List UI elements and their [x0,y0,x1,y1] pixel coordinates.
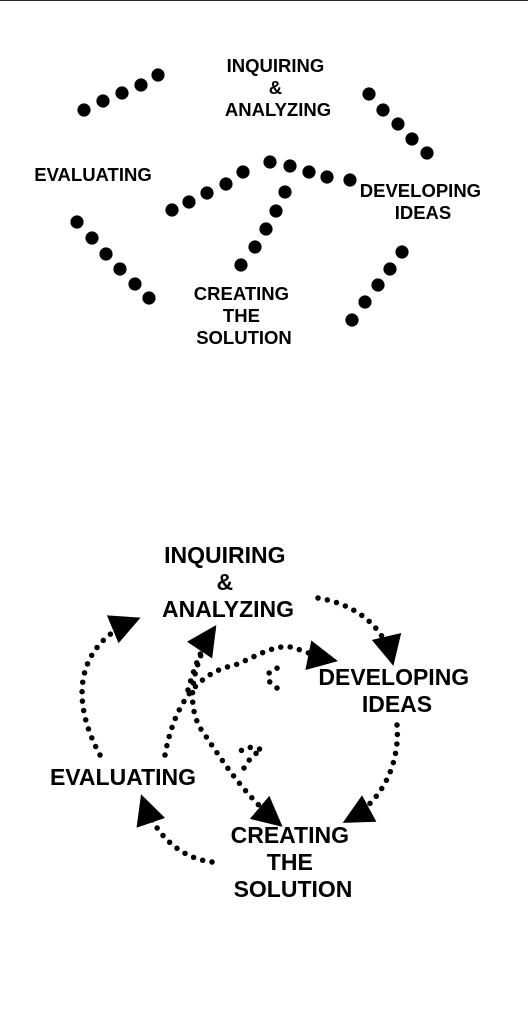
chain-dot [99,247,113,261]
chain-dot [320,170,334,184]
chain-dot [70,215,84,229]
chain-dot [269,204,283,218]
bottom-diagram: INQUIRING & ANALYZING EVALUATING DEVELOP… [50,542,475,902]
chain-dot [115,86,129,100]
chain-dot [358,295,372,309]
arrow-developing-to-creating [342,722,401,823]
arrow-swirl-to-creating [189,627,283,827]
chain-dot [259,222,273,236]
chain-dot [248,240,262,254]
swirl-inner-upper [265,665,281,691]
top-border-line [0,0,528,1]
chain-dot [263,155,277,169]
chain-dot [283,159,297,173]
bottom-label-developing-ideas: DEVELOPING IDEAS [318,664,475,717]
dots-center-descending [234,185,292,272]
dots-below-developing [345,245,409,327]
dots-below-evaluating [70,215,156,305]
bottom-label-evaluating: EVALUATING [50,764,196,790]
chain-dot [77,103,91,117]
chain-dot [85,231,99,245]
chain-dot [96,94,110,108]
top-label-inquiring: INQUIRING & ANALYZING [225,55,331,120]
chain-dot [134,78,148,92]
top-label-creating-solution: CREATING THE SOLUTION [194,283,294,348]
top-label-evaluating: EVALUATING [34,164,152,185]
arrow-evaluating-to-inquiring [79,615,141,758]
top-diagram: INQUIRING & ANALYZING EVALUATING DEVELOP… [34,55,486,348]
dots-above-evaluating [77,68,165,117]
chain-dot [113,262,127,276]
chain-dot [142,291,156,305]
chain-dot [278,185,292,199]
chain-dot [236,165,250,179]
top-label-developing-ideas: DEVELOPING IDEAS [360,180,486,223]
top-dot-chains [70,68,434,327]
dots-center-arc [165,155,357,217]
arrow-inquiring-to-developing [315,595,402,666]
swirl-inner-lower [237,744,270,771]
chain-dot [302,165,316,179]
chain-dot [219,177,233,191]
chain-dot [420,146,434,160]
chain-dot [345,313,359,327]
chain-dot [234,258,248,272]
bottom-label-inquiring: INQUIRING & ANALYZING [162,542,294,622]
chain-dot [376,103,390,117]
arrow-evaluating-to-developing [162,640,338,758]
chain-dot [182,195,196,209]
chain-dot [165,203,179,217]
chain-dot [151,68,165,82]
chain-dot [200,186,214,200]
arrow-into-inquiring [185,624,217,693]
arrow-creating-to-evaluating [136,794,215,865]
chain-dot [405,132,419,146]
bottom-dotted-arrows [79,595,402,865]
chain-dot [128,277,142,291]
chain-dot [371,278,385,292]
chain-dot [343,173,357,187]
bottom-label-creating-solution: CREATING THE SOLUTION [231,822,356,902]
chain-dot [383,262,397,276]
chain-dot [362,87,376,101]
dots-right-of-inquiring [362,87,434,160]
chain-dot [395,245,409,259]
chain-dot [391,117,405,131]
